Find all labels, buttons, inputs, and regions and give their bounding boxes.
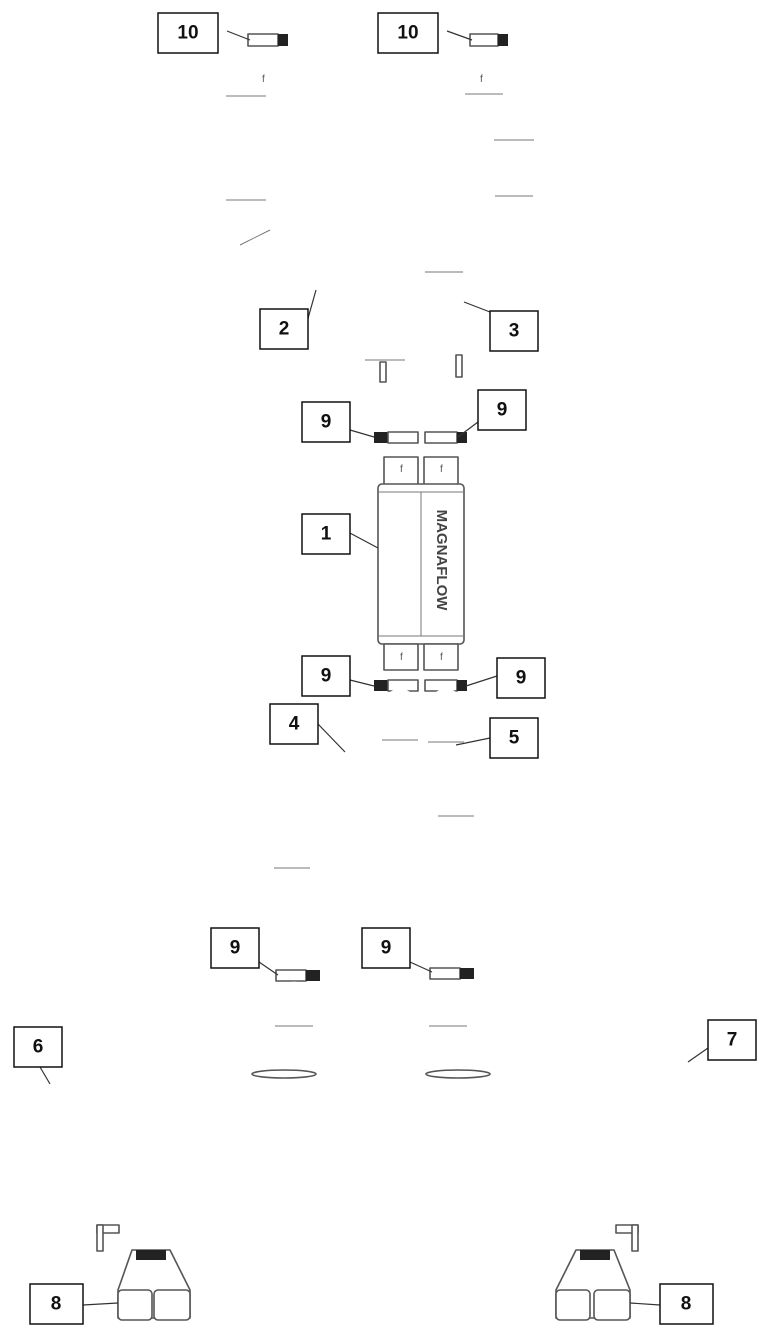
- pipe-7: [425, 981, 717, 1257]
- muffler-1: f f MAGNAFLOW f f: [377, 456, 465, 671]
- leader-9-a: [349, 429, 375, 438]
- label-8-left: 8: [29, 1283, 84, 1325]
- svg-text:f: f: [440, 464, 443, 475]
- clamp-9-upper-left: [374, 431, 419, 444]
- label-3: 3: [489, 310, 539, 352]
- svg-text:f: f: [440, 652, 443, 663]
- label-9-a: 9: [301, 401, 351, 443]
- leader-5: [455, 737, 491, 746]
- leader-9-b: [457, 421, 479, 438]
- label-6: 6: [13, 1026, 63, 1068]
- svg-text:9: 9: [516, 668, 527, 689]
- svg-text:3: 3: [509, 321, 520, 342]
- label-4: 4: [269, 703, 319, 745]
- clamp-10-right: [469, 33, 508, 47]
- label-7: 7: [707, 1019, 757, 1061]
- svg-text:9: 9: [497, 400, 508, 421]
- label-9-c: 9: [301, 655, 351, 697]
- leader-8-left: [82, 1302, 119, 1306]
- svg-text:f: f: [400, 652, 403, 663]
- leader-9-c: [349, 679, 375, 687]
- muffler-brand-text: MAGNAFLOW: [433, 510, 450, 612]
- leader-1: [347, 531, 379, 549]
- svg-text:f: f: [480, 74, 483, 85]
- svg-text:10: 10: [177, 23, 198, 44]
- svg-text:9: 9: [321, 666, 332, 687]
- label-9-f: 9: [361, 927, 411, 969]
- svg-text:9: 9: [381, 938, 392, 959]
- svg-text:8: 8: [681, 1294, 692, 1315]
- leader-6: [39, 1066, 51, 1085]
- svg-text:8: 8: [51, 1294, 62, 1315]
- leader-3: [463, 301, 491, 313]
- label-10-left: 10: [157, 12, 219, 54]
- label-2: 2: [259, 308, 309, 350]
- svg-text:1: 1: [321, 524, 332, 545]
- pipe-5: [428, 688, 474, 962]
- clamp-9-bottom-right: [429, 967, 474, 980]
- clamp-9-bottom-left: [275, 969, 320, 982]
- leader-10-left: [226, 30, 251, 41]
- svg-text:7: 7: [727, 1030, 738, 1051]
- leader-9-e: [258, 961, 279, 976]
- label-10-right: 10: [377, 12, 439, 54]
- tip-8-right: [555, 1249, 631, 1321]
- leader-9-d: [465, 675, 498, 687]
- label-9-d: 9: [496, 657, 546, 699]
- label-9-b: 9: [477, 389, 527, 431]
- leader-7: [687, 1047, 709, 1063]
- clamp-9-upper-right: [424, 431, 467, 444]
- svg-text:10: 10: [397, 23, 418, 44]
- svg-text:5: 5: [509, 728, 520, 749]
- svg-text:9: 9: [230, 938, 241, 959]
- tip-8-left: [117, 1249, 191, 1321]
- svg-text:4: 4: [289, 714, 300, 735]
- label-8-right: 8: [659, 1283, 714, 1325]
- pipe-6: [25, 981, 317, 1257]
- clamp-10-left: [247, 33, 288, 47]
- svg-text:f: f: [262, 74, 265, 85]
- svg-text:6: 6: [33, 1037, 44, 1058]
- pipe-2: f: [226, 49, 405, 439]
- svg-text:f: f: [400, 464, 403, 475]
- svg-text:2: 2: [279, 319, 290, 340]
- svg-text:9: 9: [321, 412, 332, 433]
- label-9-e: 9: [210, 927, 260, 969]
- label-5: 5: [489, 717, 539, 759]
- pipe-3: f: [425, 50, 534, 438]
- leader-4: [317, 723, 346, 753]
- leader-9-f: [409, 961, 433, 973]
- label-1: 1: [301, 513, 351, 555]
- pipe-4: [274, 688, 418, 962]
- leader-8-right: [629, 1302, 661, 1306]
- leader-10-right: [446, 30, 473, 41]
